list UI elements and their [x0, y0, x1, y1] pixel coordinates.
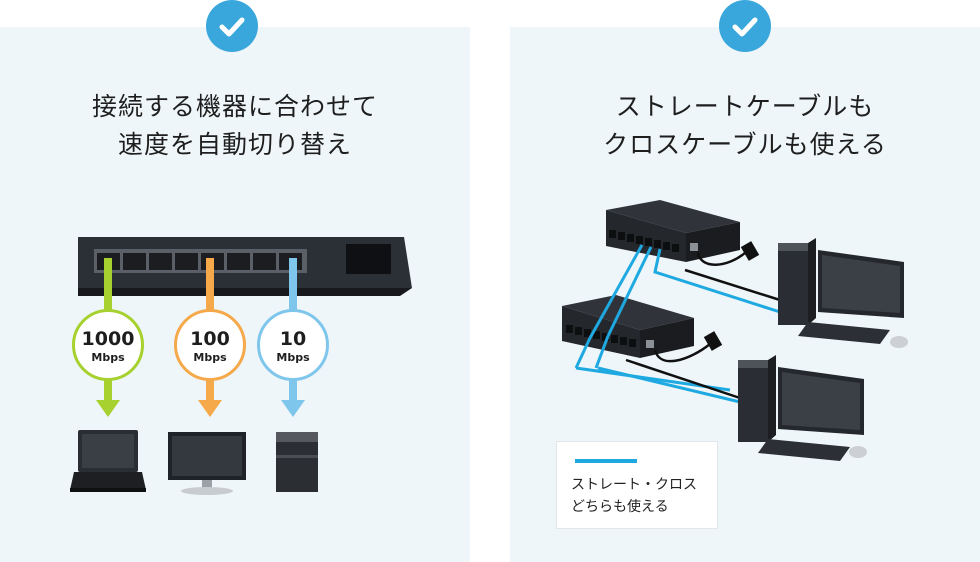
switch-front-icon [78, 237, 412, 296]
cable-1000-icon [96, 258, 120, 417]
left-title: 接続する機器に合わせて 速度を自動切り替え [0, 88, 470, 164]
speed-value: 1000 [81, 328, 135, 350]
legend-line-icon [575, 459, 637, 463]
cable-10-icon [281, 258, 305, 417]
storage-icon [276, 432, 318, 492]
speed-badge-10: 10 Mbps [257, 309, 329, 381]
check-icon [719, 0, 771, 52]
speed-unit: Mbps [276, 351, 310, 364]
cable-100-icon [198, 258, 222, 417]
speed-badge-100: 100 Mbps [174, 309, 246, 381]
left-title-line2: 速度を自動切り替え [117, 130, 352, 159]
switch-bottom-icon [562, 295, 694, 358]
right-title-line2: クロスケーブルも使える [603, 130, 887, 159]
speed-value: 100 [190, 328, 230, 350]
legend-text-line2: どちらも使える [571, 499, 669, 515]
monitor-icon [168, 432, 246, 495]
power-cable-icon [625, 251, 781, 400]
speed-badge-1000: 1000 Mbps [72, 309, 144, 381]
pc-bottom-icon [738, 355, 867, 461]
cross-cable-icon [574, 244, 781, 404]
speed-unit: Mbps [91, 351, 125, 364]
right-title: ストレートケーブルも クロスケーブルも使える [510, 88, 980, 164]
legend-text: ストレート・クロス どちらも使える [571, 474, 697, 518]
switch-top-icon [606, 200, 740, 262]
legend-text-line1: ストレート・クロス [571, 477, 697, 493]
left-title-line1: 接続する機器に合わせて [91, 92, 378, 121]
check-icon [206, 0, 258, 52]
pc-top-icon [778, 238, 908, 348]
laptop-icon [70, 430, 146, 492]
right-title-line1: ストレートケーブルも [615, 92, 875, 121]
speed-unit: Mbps [193, 351, 227, 364]
plug-icon [703, 241, 760, 351]
speed-value: 10 [279, 328, 307, 350]
cable-legend: ストレート・クロス どちらも使える [556, 441, 718, 529]
